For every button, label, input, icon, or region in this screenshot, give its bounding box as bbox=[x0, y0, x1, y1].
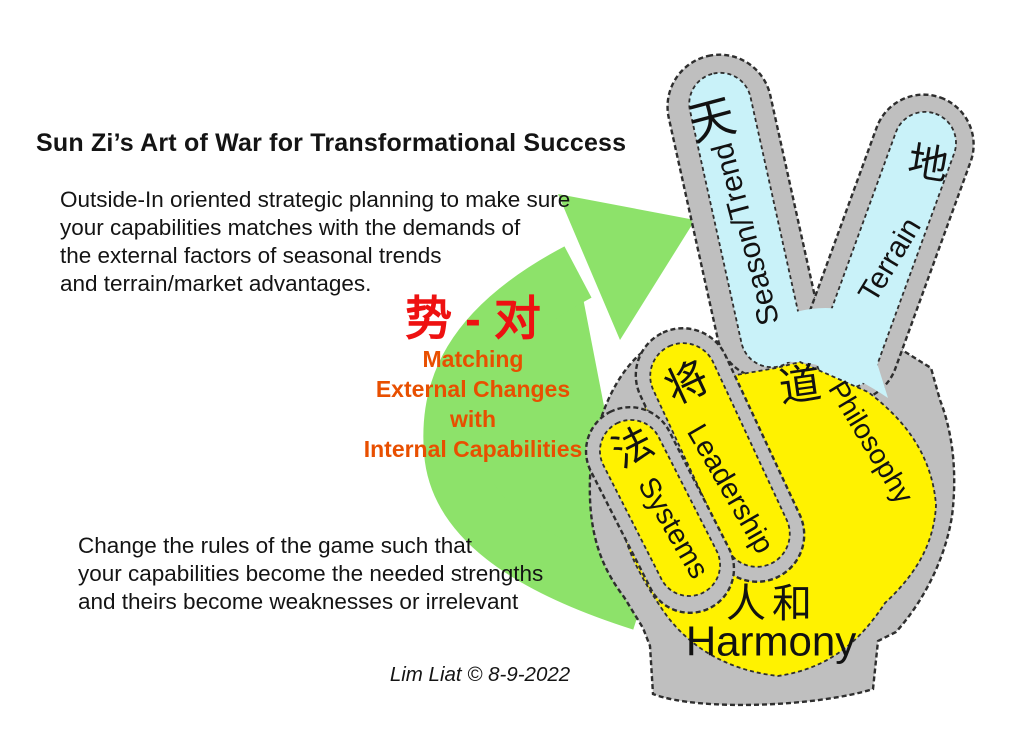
page-title: Sun Zi’s Art of War for Transformational… bbox=[36, 129, 627, 157]
outside-in-line: and terrain/market advantages. bbox=[60, 271, 372, 296]
outside-in-line: Outside-In oriented strategic planning t… bbox=[60, 187, 571, 212]
ring-finger-fill bbox=[649, 342, 791, 568]
matching-line: Matching bbox=[422, 346, 524, 372]
matching-hanzi: 势 - 对 bbox=[405, 292, 541, 345]
outside-in-line: your capabilities matches with the deman… bbox=[60, 215, 521, 240]
matching-line: with bbox=[450, 406, 496, 432]
finger-v-fill bbox=[768, 307, 888, 398]
outside-in-line: the external factors of seasonal trends bbox=[60, 243, 442, 268]
matching-callout: 势 - 对 Matching External Changes with Int… bbox=[352, 294, 594, 464]
outside-in-paragraph: Outside-In oriented strategic planning t… bbox=[60, 186, 570, 298]
palm-upper-hanzi: 道 bbox=[776, 359, 824, 411]
palm-lower-label: Harmony bbox=[686, 618, 856, 665]
middle-finger-hanzi: 地 bbox=[905, 139, 951, 189]
little-finger-fill bbox=[599, 419, 721, 597]
change-rules-line: Change the rules of the game such that bbox=[78, 533, 473, 558]
change-rules-paragraph: Change the rules of the game such that y… bbox=[78, 532, 543, 616]
matching-line: External Changes bbox=[375, 376, 571, 402]
change-rules-line: and theirs become weaknesses or irreleva… bbox=[78, 589, 519, 614]
cycle-arrow-head bbox=[558, 194, 695, 340]
author-credit: Lim Liat © 8-9-2022 bbox=[389, 663, 571, 686]
index-finger-fill bbox=[688, 71, 804, 369]
matching-line: Internal Capabilities bbox=[363, 436, 583, 462]
change-rules-line: your capabilities become the needed stre… bbox=[78, 561, 544, 586]
palm-lower-hanzi: 人和 bbox=[726, 582, 818, 626]
